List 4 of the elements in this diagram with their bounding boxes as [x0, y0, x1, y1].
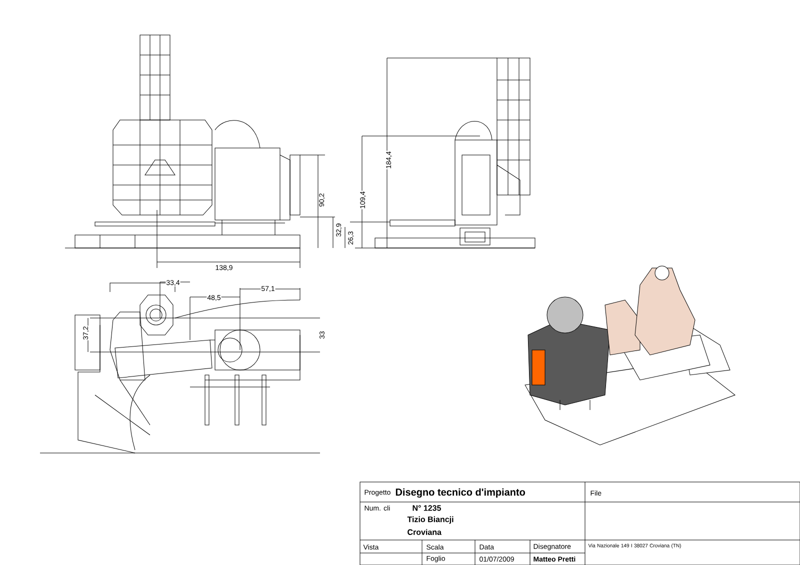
client-number: N° 1235 [412, 505, 441, 511]
client-name: Tizio Biancji [407, 516, 454, 524]
project-title: Disegno tecnico d'impianto [396, 488, 526, 498]
client-town: Croviana [408, 529, 442, 535]
